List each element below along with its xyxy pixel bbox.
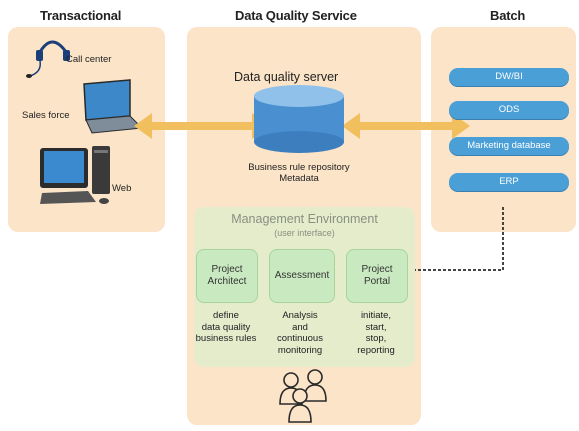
architect-desc-line: define (213, 310, 239, 321)
project-portal-line2: Portal (363, 276, 391, 287)
batch-item-erp: ERP (449, 173, 569, 191)
batch-title: Batch (490, 8, 526, 23)
management-environment: Management Environment (user interface) … (194, 207, 415, 367)
server-batch-arrow (342, 113, 470, 139)
sales-force-label: Sales force (22, 110, 70, 121)
management-title: Management Environment (231, 212, 378, 226)
project-portal-box: Project Portal (346, 249, 408, 303)
transactional-title: Transactional (40, 8, 122, 23)
project-portal-desc: initiate, start, stop, reporting (338, 310, 414, 356)
batch-item-dw-bi: DW/BI (449, 68, 569, 86)
assessment-box: Assessment (269, 249, 335, 303)
repository-label: Business rule repository Metadata (244, 162, 354, 184)
project-architect-box: Project Architect (196, 249, 258, 303)
headset-icon (26, 40, 70, 78)
architect-desc-line: business rules (195, 333, 257, 344)
project-portal-line1: Project (361, 264, 393, 275)
portal-batch-connector (412, 207, 504, 271)
architect-desc-line: data quality (201, 321, 251, 333)
batch-item-ods: ODS (449, 101, 569, 119)
laptop-icon (83, 79, 144, 134)
dq-service-title: Data Quality Service (235, 8, 357, 23)
batch-item-marketing-database: Marketing database (449, 137, 569, 155)
repository-line2: Metadata (279, 173, 319, 184)
portal-desc-line: start, (365, 321, 387, 333)
project-architect-line2: Architect (207, 276, 247, 287)
management-subtitle: (user interface) (274, 228, 335, 238)
portal-desc-line: stop, (365, 333, 387, 344)
assessment-desc-line: continuous (277, 333, 323, 344)
assessment-desc-line: and (292, 321, 308, 333)
call-center-label: Call center (66, 54, 112, 65)
server-title: Data quality server (234, 70, 339, 84)
desktop-computer-icon (40, 146, 110, 204)
repository-database-icon (254, 85, 344, 153)
web-label: Web (112, 183, 132, 194)
repository-line1: Business rule repository (248, 162, 350, 173)
project-architect-desc: define data quality business rules (188, 310, 264, 345)
assessment-desc-line: monitoring (277, 344, 323, 356)
portal-desc-line: initiate, (360, 310, 392, 321)
batch-list: DW/BI ODS Marketing database ERP (431, 27, 576, 232)
assessment-desc-line: Analysis (282, 310, 318, 321)
portal-desc-line: reporting (357, 344, 395, 356)
assessment-desc: Analysis and continuous monitoring (262, 310, 338, 356)
project-architect-line1: Project (211, 264, 243, 275)
assessment-label: Assessment (274, 270, 330, 281)
